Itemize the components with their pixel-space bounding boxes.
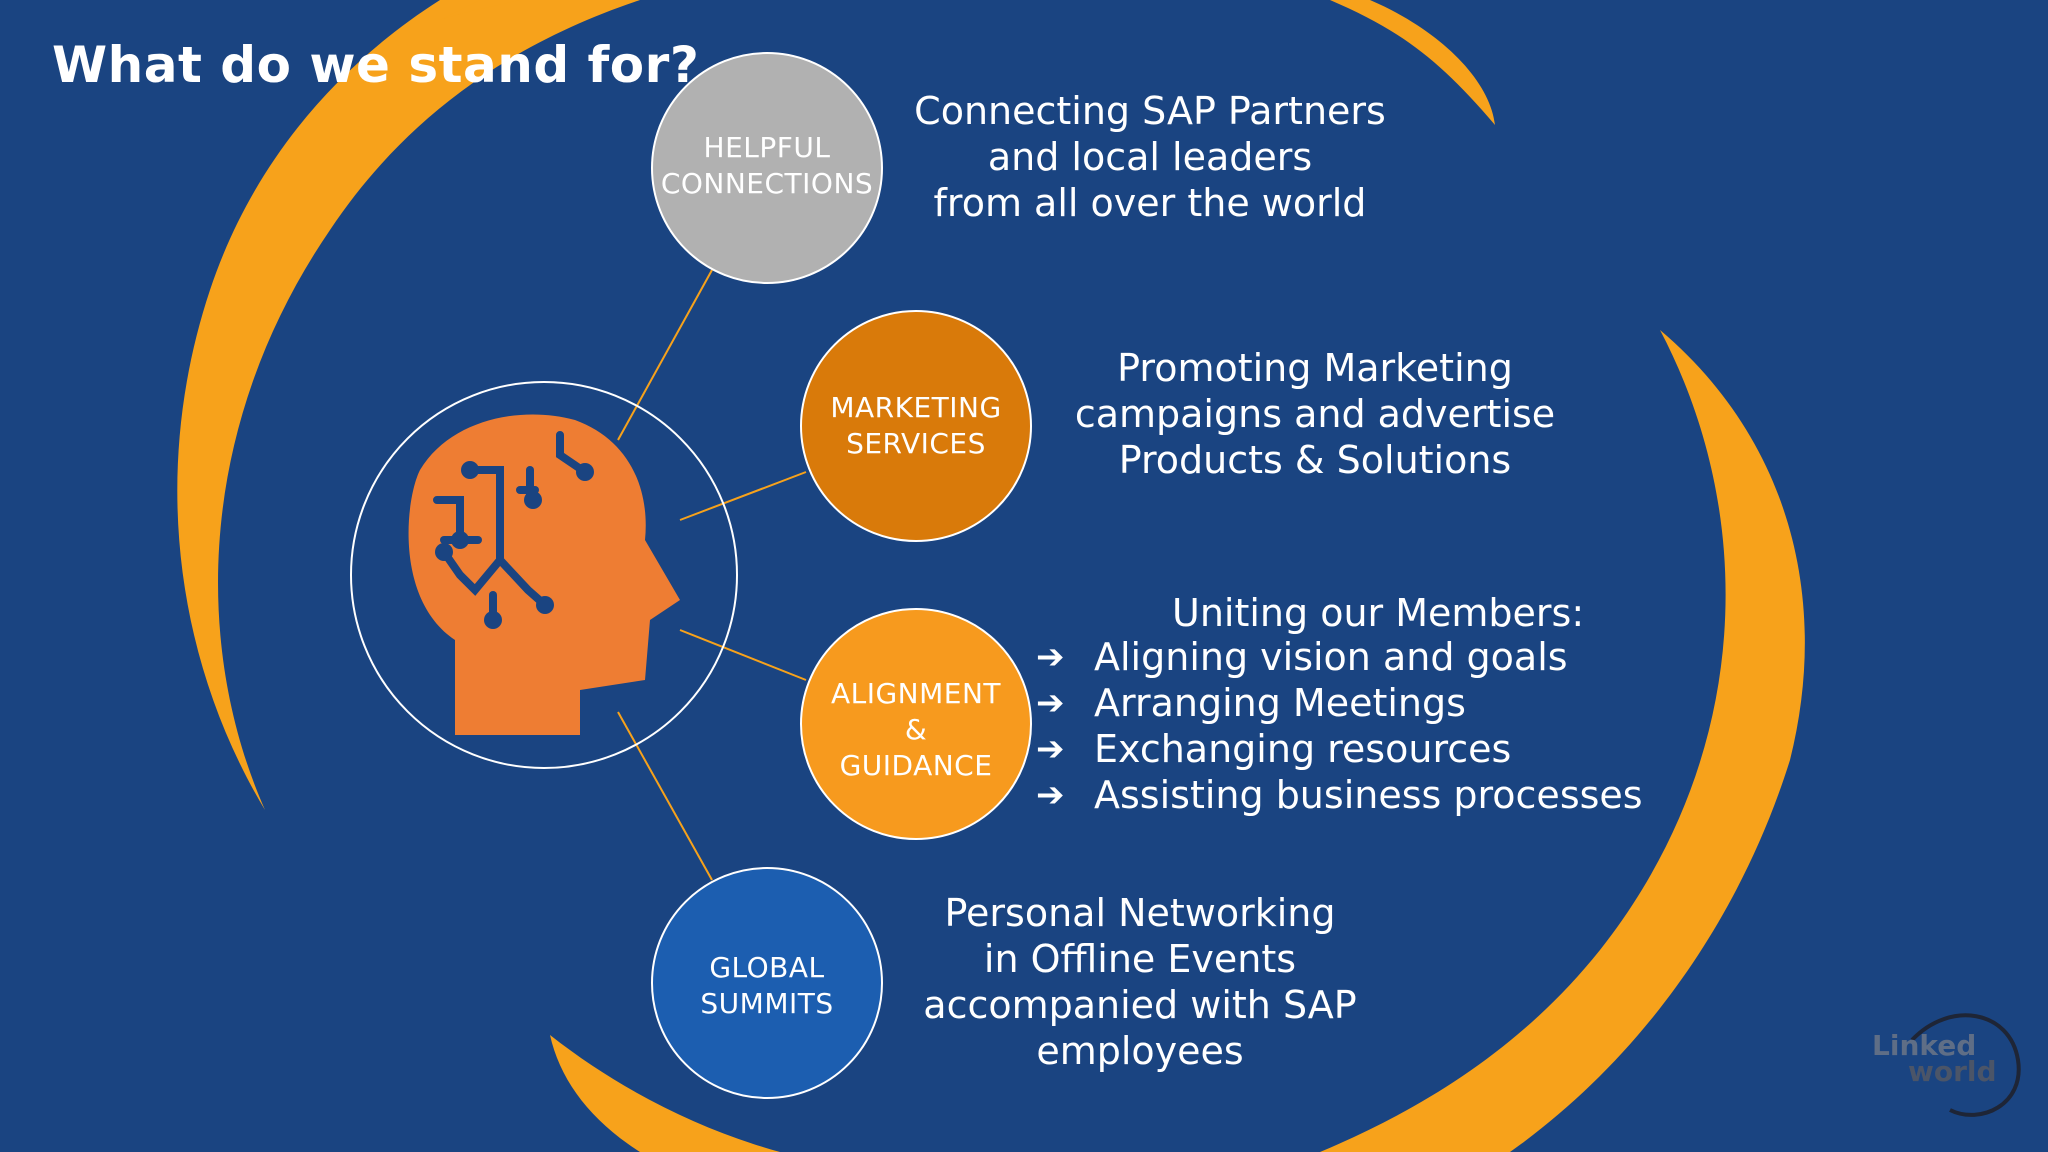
- linkedworld-logo: Linked world: [1872, 1015, 2022, 1125]
- alignment-heading: Uniting our Members:: [1172, 591, 1585, 635]
- marketing-desc-line: campaigns and advertise: [1074, 392, 1556, 436]
- swirl-arc-top: [440, 0, 520, 20]
- summits-desc-line: employees: [1036, 1029, 1244, 1073]
- linkedworld-logo-mark: [1910, 1013, 2021, 1117]
- slide-title: What do we stand for?: [52, 36, 700, 94]
- swirl-arc-bottomleft: [550, 1035, 780, 1152]
- list-item: ➔ Exchanging resources: [1036, 726, 1643, 772]
- alignment-label-line2: &: [904, 713, 928, 746]
- summits-desc-line: in Offline Events: [983, 937, 1297, 981]
- list-item: ➔ Assisting business processes: [1036, 772, 1643, 818]
- alignment-label: ALIGNMENT & GUIDANCE: [800, 676, 1032, 784]
- center-ring: [350, 381, 738, 769]
- alignment-label-line1: ALIGNMENT: [830, 677, 1002, 710]
- swirl-arc-topright: [1330, 0, 1495, 125]
- connections-label-line1: HELPFUL: [703, 131, 831, 164]
- arrow-right-icon: ➔: [1036, 637, 1065, 677]
- marketing-label-line1: MARKETING: [830, 391, 1002, 424]
- bullet-text: Assisting business processes: [1094, 773, 1643, 817]
- summits-label-line1: GLOBAL: [709, 951, 825, 984]
- connections-description: Connecting SAP Partners and local leader…: [900, 88, 1400, 226]
- connector-line-alignment: [679, 629, 807, 681]
- marketing-label-line2: SERVICES: [846, 427, 986, 460]
- connections-label-line2: CONNECTIONS: [660, 167, 874, 200]
- summits-desc-line: Personal Networking: [944, 891, 1336, 935]
- bullet-text: Exchanging resources: [1094, 727, 1512, 771]
- summits-description: Personal Networking in Offline Events ac…: [880, 890, 1400, 1074]
- alignment-bullet-list: ➔ Aligning vision and goals ➔ Arranging …: [1036, 634, 1643, 818]
- swirl-arc-right: [1320, 330, 1805, 1152]
- bullet-text: Aligning vision and goals: [1094, 635, 1568, 679]
- alignment-label-line3: GUIDANCE: [839, 749, 993, 782]
- connections-circle: [651, 52, 883, 284]
- logo-text-linked: Linked: [1872, 1029, 1977, 1062]
- list-item: ➔ Arranging Meetings: [1036, 680, 1643, 726]
- arrow-right-icon: ➔: [1036, 729, 1065, 769]
- logo-text-world: world: [1908, 1055, 1997, 1088]
- connector-line-marketing: [679, 471, 807, 521]
- connections-label: HELPFUL CONNECTIONS: [651, 130, 883, 202]
- marketing-circle: [800, 310, 1032, 542]
- marketing-desc-line: Products & Solutions: [1118, 438, 1512, 482]
- summits-circle: [651, 867, 883, 1099]
- list-item: ➔ Aligning vision and goals: [1036, 634, 1643, 680]
- summits-label-line2: SUMMITS: [700, 987, 834, 1020]
- marketing-description: Promoting Marketing campaigns and advert…: [1060, 345, 1570, 483]
- summits-desc-line: accompanied with SAP: [923, 983, 1357, 1027]
- arrow-right-icon: ➔: [1036, 775, 1065, 815]
- bullet-text: Arranging Meetings: [1094, 681, 1466, 725]
- head-circuit-icon: [408, 414, 680, 735]
- summits-label: GLOBAL SUMMITS: [651, 950, 883, 1022]
- marketing-label: MARKETING SERVICES: [800, 390, 1032, 462]
- connector-line-summits: [617, 711, 713, 881]
- arrow-right-icon: ➔: [1036, 683, 1065, 723]
- swirl-arc-left: [177, 0, 640, 810]
- connector-line-connections: [617, 269, 713, 441]
- connections-desc-line: from all over the world: [933, 181, 1367, 225]
- marketing-desc-line: Promoting Marketing: [1117, 346, 1513, 390]
- connections-desc-line: Connecting SAP Partners: [914, 89, 1386, 133]
- connections-desc-line: and local leaders: [987, 135, 1313, 179]
- alignment-circle: [800, 608, 1032, 840]
